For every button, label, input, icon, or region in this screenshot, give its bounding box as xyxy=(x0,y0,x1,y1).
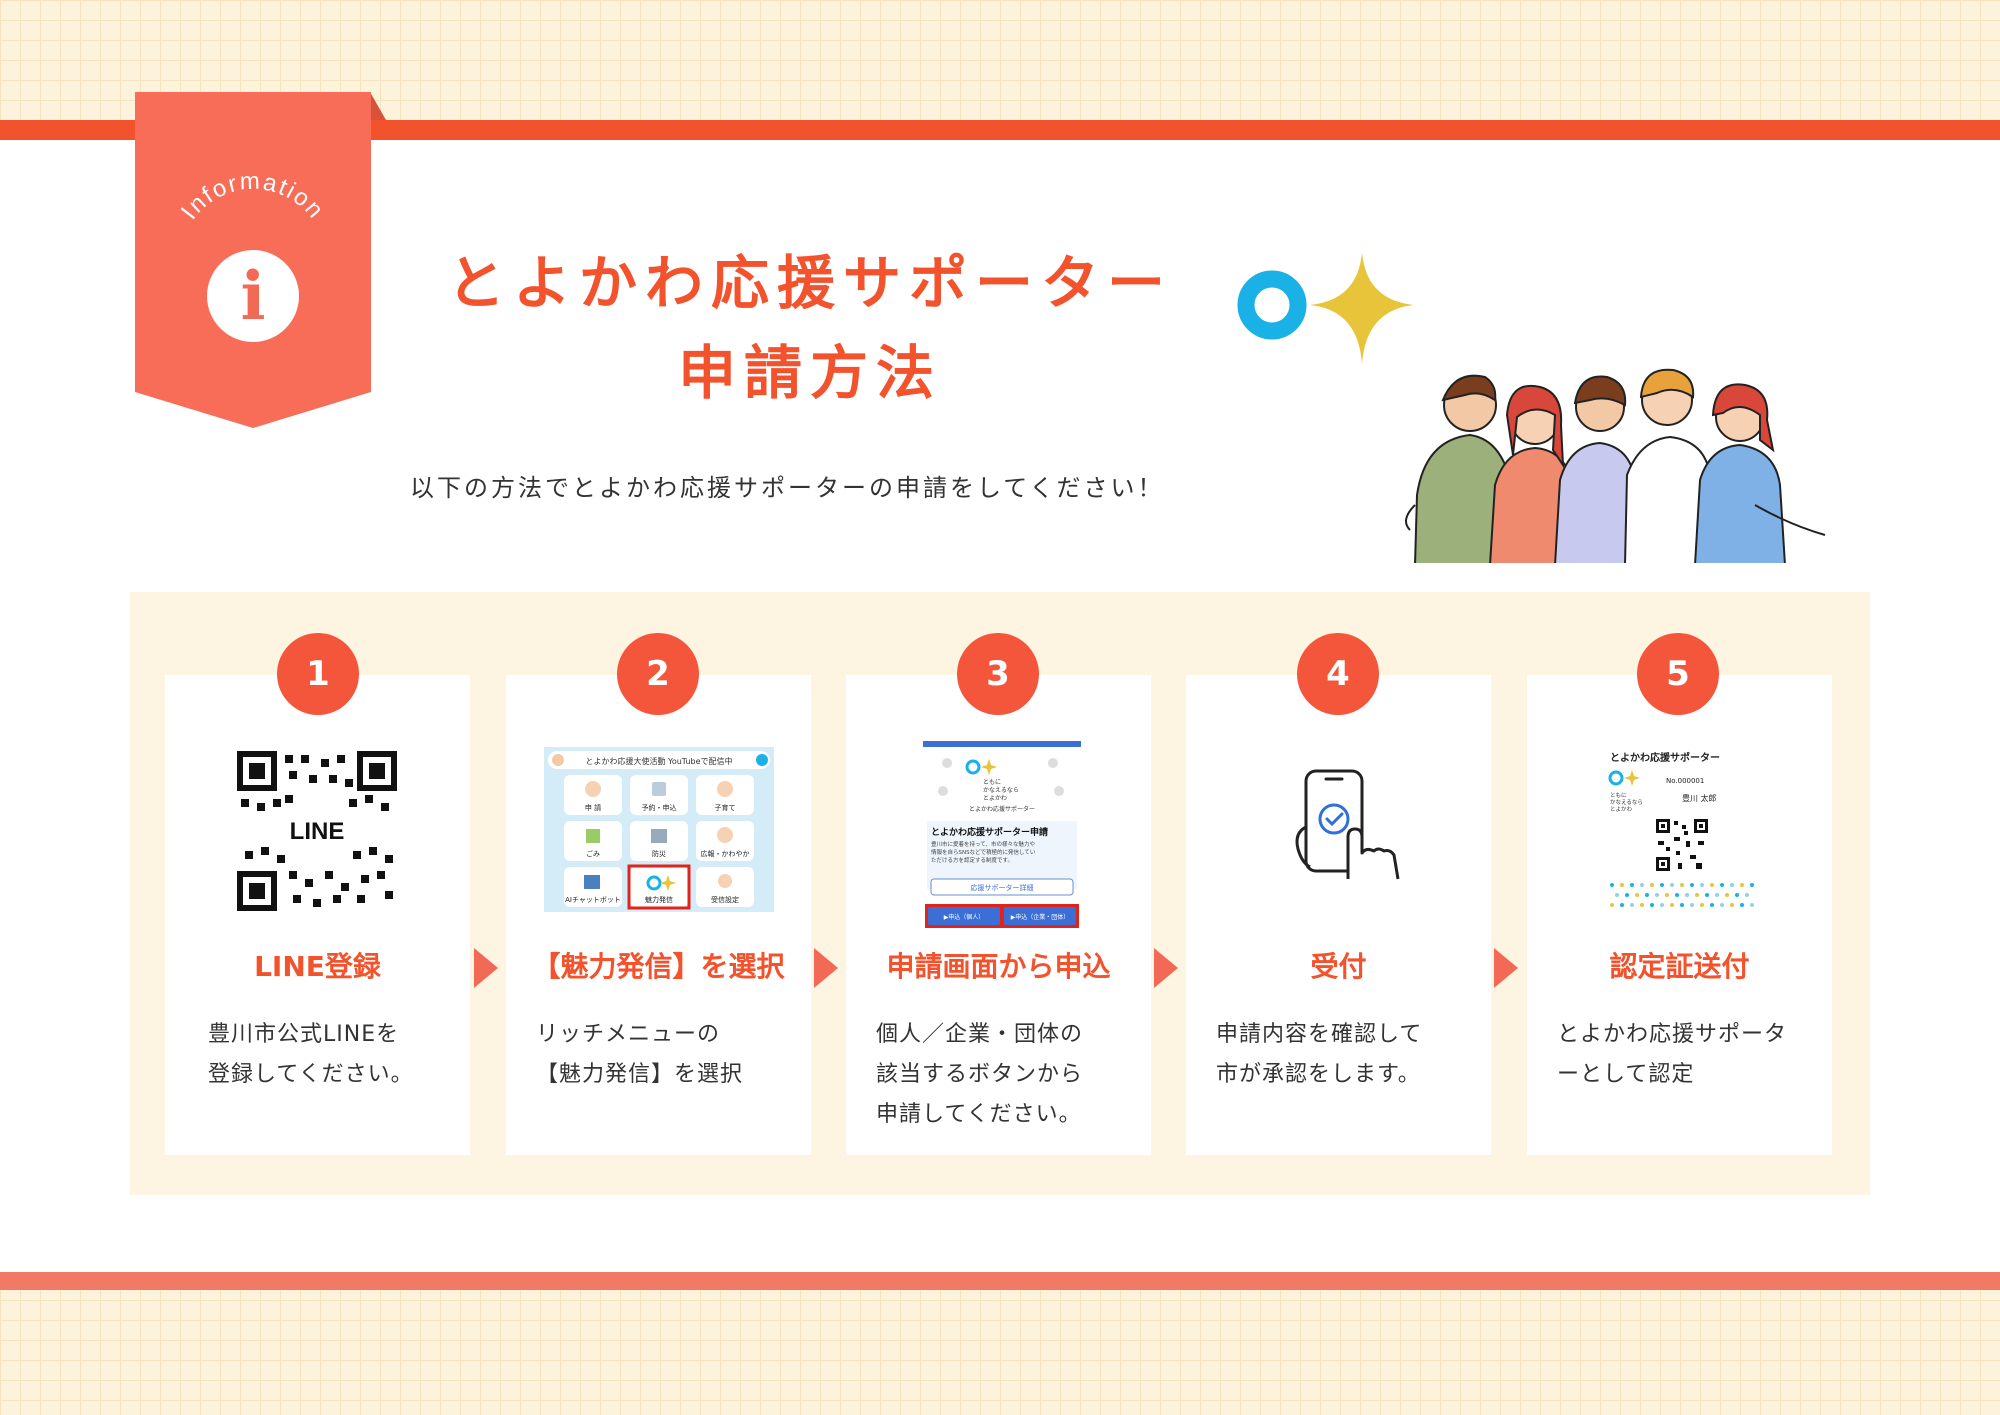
step-desc-2-line-2: 【魅力発信】を選択 xyxy=(536,1062,744,1087)
step-arrow-2 xyxy=(814,948,838,988)
step-title-2: 【魅力発信】を選択 xyxy=(532,950,785,983)
screen-tagline-2: かなえるなら xyxy=(983,787,1019,794)
screen-body-line-1: 豊川市に愛着を持って、市の様々な魅力や xyxy=(931,840,1035,848)
step-desc-4: 申請内容を確認して 市が承認をします。 xyxy=(1216,1015,1422,1095)
certificate-dot-pattern xyxy=(1610,883,1754,907)
application-screen-screenshot: ともに かなえるなら とよかわ とよかわ応援サポーター とよかわ応援サポーター申… xyxy=(923,741,1081,931)
step-desc-2-line-1: リッチメニューの xyxy=(536,1022,721,1047)
step-desc-4-line-1: 申請内容を確認して xyxy=(1216,1022,1423,1047)
step-card-3: ともに かなえるなら とよかわ とよかわ応援サポーター とよかわ応援サポーター申… xyxy=(846,675,1151,1155)
step-desc-2: リッチメニューの 【魅力発信】を選択 xyxy=(536,1015,743,1095)
certificate-qr-code xyxy=(1656,819,1708,871)
step-title-4: 受付 xyxy=(1310,950,1367,983)
screen-tagline-1: ともに xyxy=(983,779,1001,786)
title-line-2: 申請方法 xyxy=(677,339,942,407)
certificate-tagline-3: とよかわ xyxy=(1610,806,1633,813)
menu-item-pr: 広報・かわやか xyxy=(701,849,750,858)
step-number-1: 1 xyxy=(277,633,359,715)
certificate-tagline-2: かなえるなら xyxy=(1610,799,1643,806)
screen-body-line-2: 情報を自らSNSなどで積極的に発信してい xyxy=(931,848,1036,856)
step-desc-3-line-1: 個人／企業・団体の xyxy=(876,1022,1084,1047)
menu-item-reserve: 予約・申込 xyxy=(642,803,677,812)
screen-tagline-3: とよかわ xyxy=(983,795,1007,802)
step-card-2: とよかわ応援大使活動 YouTubeで配信中 申 請 予約・申込 子育て ごみ … xyxy=(506,675,811,1155)
qr-line-label: LINE xyxy=(290,818,345,845)
step-arrow-1 xyxy=(474,948,498,988)
step-card-5: とよかわ応援サポーター No.000001 ともに かなえるなら とよかわ 豊川… xyxy=(1527,675,1832,1155)
step-number-2: 2 xyxy=(617,633,699,715)
step-title-3: 申請画面から申込 xyxy=(886,950,1111,983)
step-card-1: LINE LINE登録 豊川市公式LINEを 登録してください。 xyxy=(165,675,470,1155)
apply-individual-button xyxy=(928,907,1000,925)
menu-item-chatbot: AIチャットボット xyxy=(565,896,621,904)
step-card-4: 受付 申請内容を確認して 市が承認をします。 xyxy=(1186,675,1491,1155)
apply-group-label: ▶申込（企業・団体） xyxy=(1011,913,1070,921)
step-desc-3-line-3: 申請してください。 xyxy=(876,1102,1082,1127)
step-desc-1: 豊川市公式LINEを 登録してください。 xyxy=(208,1015,414,1095)
menu-item-disaster: 防災 xyxy=(652,849,666,858)
step-desc-4-line-2: 市が承認をします。 xyxy=(1216,1062,1421,1087)
bottom-accent-bar xyxy=(0,1272,2000,1290)
certificate-number: No.000001 xyxy=(1666,777,1704,785)
apply-individual-label: ▶申込（個人） xyxy=(944,913,985,921)
step-desc-3-line-2: 該当するボタンから xyxy=(876,1062,1084,1087)
step-arrow-4 xyxy=(1494,948,1518,988)
logo-star-icon xyxy=(1310,252,1414,364)
certificate-heading: とよかわ応援サポーター xyxy=(1610,751,1720,764)
certificate-name: 豊川 太郎 xyxy=(1682,793,1717,803)
menu-item-settings: 受信設定 xyxy=(711,895,739,904)
toyokawa-logo xyxy=(1190,232,1435,372)
detail-button-label: 応援サポーター詳細 xyxy=(971,883,1034,892)
line-qr-code: LINE xyxy=(237,751,397,911)
step-desc-5: とよかわ応援サポータ ーとして認定 xyxy=(1557,1015,1787,1095)
screen-heading: とよかわ応援サポーター申請 xyxy=(931,826,1048,838)
logo-ring-icon xyxy=(1237,270,1307,340)
step-desc-1-line-2: 登録してください。 xyxy=(208,1062,414,1087)
step-desc-1-line-1: 豊川市公式LINEを xyxy=(208,1022,400,1047)
menu-item-childcare: 子育て xyxy=(715,803,736,812)
ribbon-fold xyxy=(370,92,386,120)
step-number-3: 3 xyxy=(957,633,1039,715)
menu-item-miryoku: 魅力発信 xyxy=(645,895,673,904)
rich-menu-screenshot: とよかわ応援大使活動 YouTubeで配信中 申 請 予約・申込 子育て ごみ … xyxy=(544,747,774,912)
page-title: とよかわ応援サポーター 申請方法 xyxy=(390,238,1230,418)
certificate-tagline-1: ともに xyxy=(1610,792,1627,799)
top-accent-bar xyxy=(0,120,2000,140)
step-desc-3: 個人／企業・団体の 該当するボタンから 申請してください。 xyxy=(876,1015,1083,1135)
step-number-5: 5 xyxy=(1637,633,1719,715)
step-desc-5-line-2: ーとして認定 xyxy=(1557,1062,1695,1087)
menu-header-text: とよかわ応援大使活動 YouTubeで配信中 xyxy=(585,756,732,766)
step-title-1: LINE登録 xyxy=(254,950,381,983)
menu-item-apply: 申 請 xyxy=(585,803,601,812)
step-number-4: 4 xyxy=(1297,633,1379,715)
menu-item-garbage: ごみ xyxy=(586,849,600,858)
step-arrow-3 xyxy=(1154,948,1178,988)
step-title-5: 認定証送付 xyxy=(1609,950,1750,983)
menu-highlight-box xyxy=(627,864,691,910)
apply-group-button xyxy=(1004,907,1076,925)
screen-caption: とよかわ応援サポーター xyxy=(969,805,1035,813)
title-line-1: とよかわ応援サポーター xyxy=(446,249,1173,317)
certificate-card-image: とよかわ応援サポーター No.000001 ともに かなえるなら とよかわ 豊川… xyxy=(1604,745,1759,915)
info-icon: i xyxy=(207,250,299,342)
people-group-illustration xyxy=(1395,368,1835,565)
step-desc-5-line-1: とよかわ応援サポータ xyxy=(1557,1022,1788,1047)
phone-check-icon xyxy=(1295,769,1400,880)
screen-body-line-3: ただける方を認定する制度です。 xyxy=(931,856,1013,864)
page-subtitle: 以下の方法でとよかわ応援サポーターの申請をしてください！ xyxy=(410,474,1165,502)
